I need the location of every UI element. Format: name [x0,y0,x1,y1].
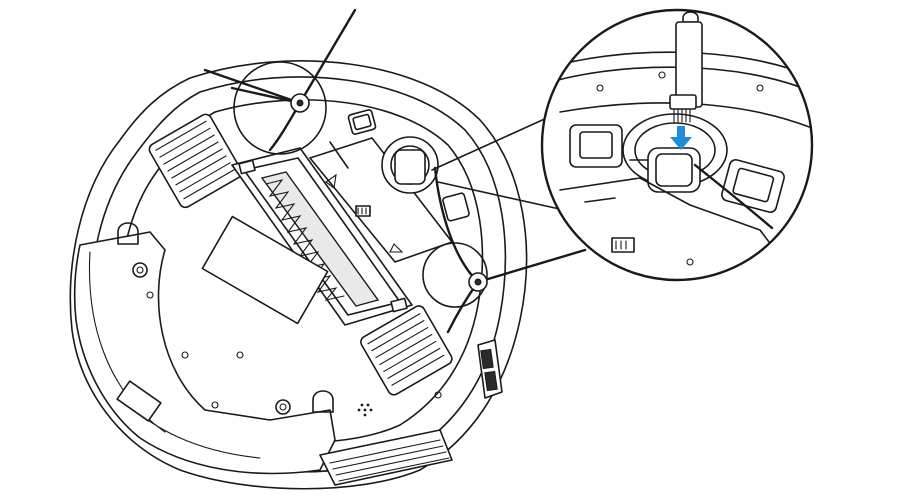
bumper-clip-left [117,222,139,245]
side-brush-right [422,166,587,334]
down-arrow-icon [670,126,692,150]
right-drive-wheel [360,305,453,396]
vent-grille [319,429,453,486]
product-label [201,215,329,325]
speaker-holes [357,403,373,417]
charging-contacts [477,339,503,399]
left-drive-wheel [148,113,243,209]
robot-body [69,8,587,490]
cliff-sensor [116,380,162,422]
magnifier-callout [540,8,814,282]
caster-wheel [381,136,439,194]
bumper-clip-right [312,390,334,413]
cleaning-tool-icon [669,11,703,123]
callout-connector [431,111,565,211]
main-brush-bristles [265,179,345,301]
side-brush-left [203,8,357,155]
